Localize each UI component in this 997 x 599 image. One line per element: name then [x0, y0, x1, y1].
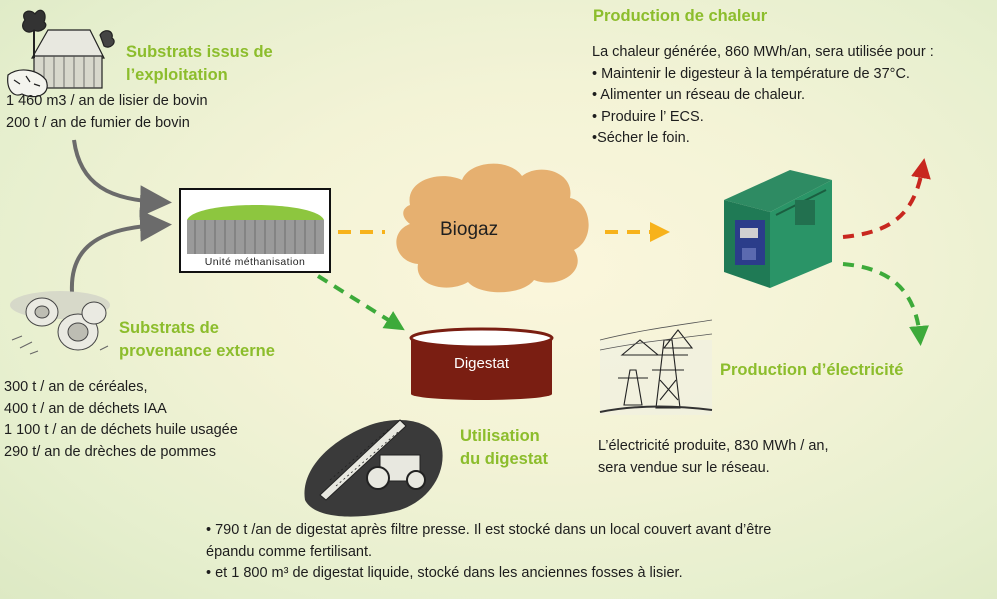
chaleur-intro: La chaleur générée, 860 MWh/an, sera uti…: [592, 44, 934, 60]
digestat-usage-title: Utilisation du digestat: [460, 425, 548, 471]
arrow-cogen-to-heat: [842, 158, 931, 239]
spreader-illustration: [304, 419, 443, 517]
digestat-usage-title-line: Utilisation: [460, 427, 540, 445]
biogaz-cloud: [396, 163, 589, 293]
list-item: • Produire l’ ECS.: [592, 108, 704, 125]
list-item: 200 t / an de fumier de bovin: [6, 114, 190, 131]
electricite-text: L’électricité produite, 830 MWh / an, se…: [598, 436, 829, 479]
list-item: • Alimenter un réseau de chaleur.: [592, 87, 806, 103]
pylon-illustration: [599, 319, 713, 415]
digestat-tank: [409, 327, 554, 400]
farm-illustration: [7, 9, 115, 98]
digestat-label: Digestat: [453, 355, 510, 372]
arrow-unit-to-digestat: [316, 274, 405, 331]
biogaz-label: Biogaz: [440, 219, 499, 240]
substrats-externe-title: Substrats de provenance externe: [119, 317, 275, 363]
digestat-usage-list: • 790 t /an de digestat après filtre pre…: [206, 520, 771, 585]
list-item: 290 t/ an de drèches de pommes: [4, 443, 216, 460]
substrats-exploitation-title: Substrats issus de l’exploitation: [126, 41, 273, 87]
list-item: épandu comme fertilisant.: [206, 543, 373, 560]
substrats-externe-title-line: provenance externe: [119, 342, 275, 360]
arrow-externe-to-unit: [69, 209, 172, 293]
substrats-exploitation-title-line: Substrats issus de: [126, 43, 273, 61]
electricite-title: Production d’électricité: [720, 361, 904, 379]
list-item: 1 100 t / an de déchets huile usagée: [4, 422, 238, 438]
list-item: • 790 t /an de digestat après filtre pre…: [206, 522, 772, 538]
substrats-externe-list: 300 t / an de céréales, 400 t / an de dé…: [4, 377, 238, 463]
bales-illustration: [10, 291, 110, 355]
electricite-text-line: L’électricité produite, 830 MWh / an,: [598, 438, 829, 454]
digester-illustration: [179, 188, 331, 273]
substrats-externe-title-line: Substrats de: [119, 319, 219, 337]
chaleur-title: Production de chaleur: [593, 7, 768, 25]
list-item: 400 t / an de déchets IAA: [4, 400, 167, 417]
list-item: • et 1 800 m³ de digestat liquide, stock…: [206, 565, 683, 581]
electricite-text-line: sera vendue sur le réseau.: [598, 459, 770, 476]
arrow-exploitation-to-unit: [72, 139, 172, 218]
list-item: 1 460 m3 / an de lisier de bovin: [6, 93, 208, 109]
substrats-exploitation-title-line: l’exploitation: [126, 66, 228, 84]
substrats-exploitation-list: 1 460 m3 / an de lisier de bovin 200 t /…: [6, 91, 208, 134]
arrow-cogen-to-electricity: [842, 262, 929, 346]
cogeneration-unit-illustration: [724, 170, 832, 288]
digestat-usage-title-line: du digestat: [460, 450, 549, 468]
list-item: 300 t / an de céréales,: [4, 379, 148, 395]
list-item: • Maintenir le digesteur à la températur…: [592, 65, 910, 82]
chaleur-text: La chaleur générée, 860 MWh/an, sera uti…: [592, 42, 934, 150]
unite-methanisation-label: Unité méthanisation: [204, 256, 306, 268]
list-item: •Sécher le foin.: [592, 130, 690, 146]
